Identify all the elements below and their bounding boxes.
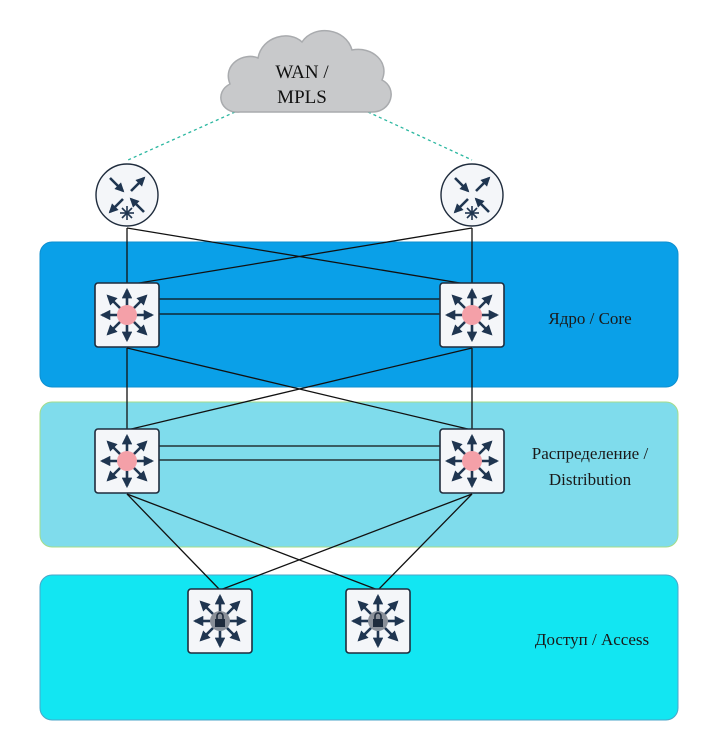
access-layer-label: Доступ / Access — [535, 630, 649, 649]
wan-link-left — [127, 111, 236, 161]
router-icon — [96, 164, 158, 226]
distribution-switch-left[interactable] — [95, 429, 159, 493]
cloud-label-line1: WAN / — [275, 62, 329, 83]
link-router-right-core-left — [126, 227, 473, 286]
core-switch-left[interactable] — [95, 283, 159, 347]
router-icon — [441, 164, 503, 226]
layer3-switch-icon — [95, 283, 159, 347]
distribution-layer-band — [39, 401, 679, 548]
link-core-right-dist-left — [126, 347, 473, 431]
distribution-layer-label-line2: Distribution — [549, 470, 632, 489]
wan-cloud: WAN / MPLS — [220, 29, 392, 113]
core-layer-label: Ядро / Core — [548, 309, 631, 328]
layer3-switch-icon — [440, 429, 504, 493]
wan-link-right — [367, 111, 473, 161]
link-dist-right-acc-right — [377, 493, 473, 591]
access-switch-lock-icon — [188, 589, 252, 653]
wan-router-left[interactable] — [96, 164, 158, 226]
layer3-switch-icon — [440, 283, 504, 347]
link-dist-left-acc-left — [126, 493, 221, 591]
link-dist-left-acc-right — [126, 493, 379, 591]
link-dist-right-acc-left — [219, 493, 473, 591]
distribution-switch-right[interactable] — [440, 429, 504, 493]
wan-router-right[interactable] — [441, 164, 503, 226]
access-switch-lock-icon — [346, 589, 410, 653]
access-switch-left[interactable] — [188, 589, 252, 653]
layer3-switch-icon — [95, 429, 159, 493]
distribution-layer-label-line1: Распределение / — [532, 444, 649, 463]
cloud-label-line2: MPLS — [277, 87, 327, 108]
core-switch-right[interactable] — [440, 283, 504, 347]
access-switch-right[interactable] — [346, 589, 410, 653]
